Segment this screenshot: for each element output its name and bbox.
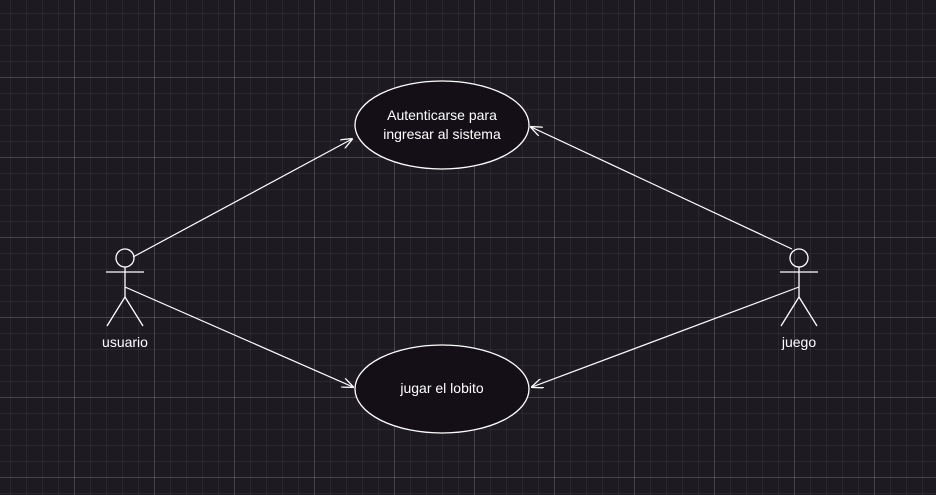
stick-figure-icon [780,248,818,327]
use-case-authenticate-label-line2: ingresar al sistema [383,126,501,142]
association-juego-auth[interactable] [531,127,793,250]
actor-usuario[interactable]: usuario [102,248,148,350]
association-usuario-auth[interactable] [132,139,352,258]
stick-figure-icon [106,248,144,327]
use-case-authenticate-label-line1: Autenticarse para [387,107,497,123]
use-case-play[interactable]: jugar el lobito [354,344,530,434]
actor-usuario-label: usuario [102,334,148,350]
association-juego-play[interactable] [532,286,800,387]
association-usuario-play[interactable] [124,286,353,387]
actor-juego[interactable]: juego [780,248,818,350]
use-case-authenticate[interactable]: Autenticarse para ingresar al sistema [354,80,530,170]
actor-juego-label: juego [781,334,816,350]
use-case-play-label: jugar el lobito [399,380,483,396]
